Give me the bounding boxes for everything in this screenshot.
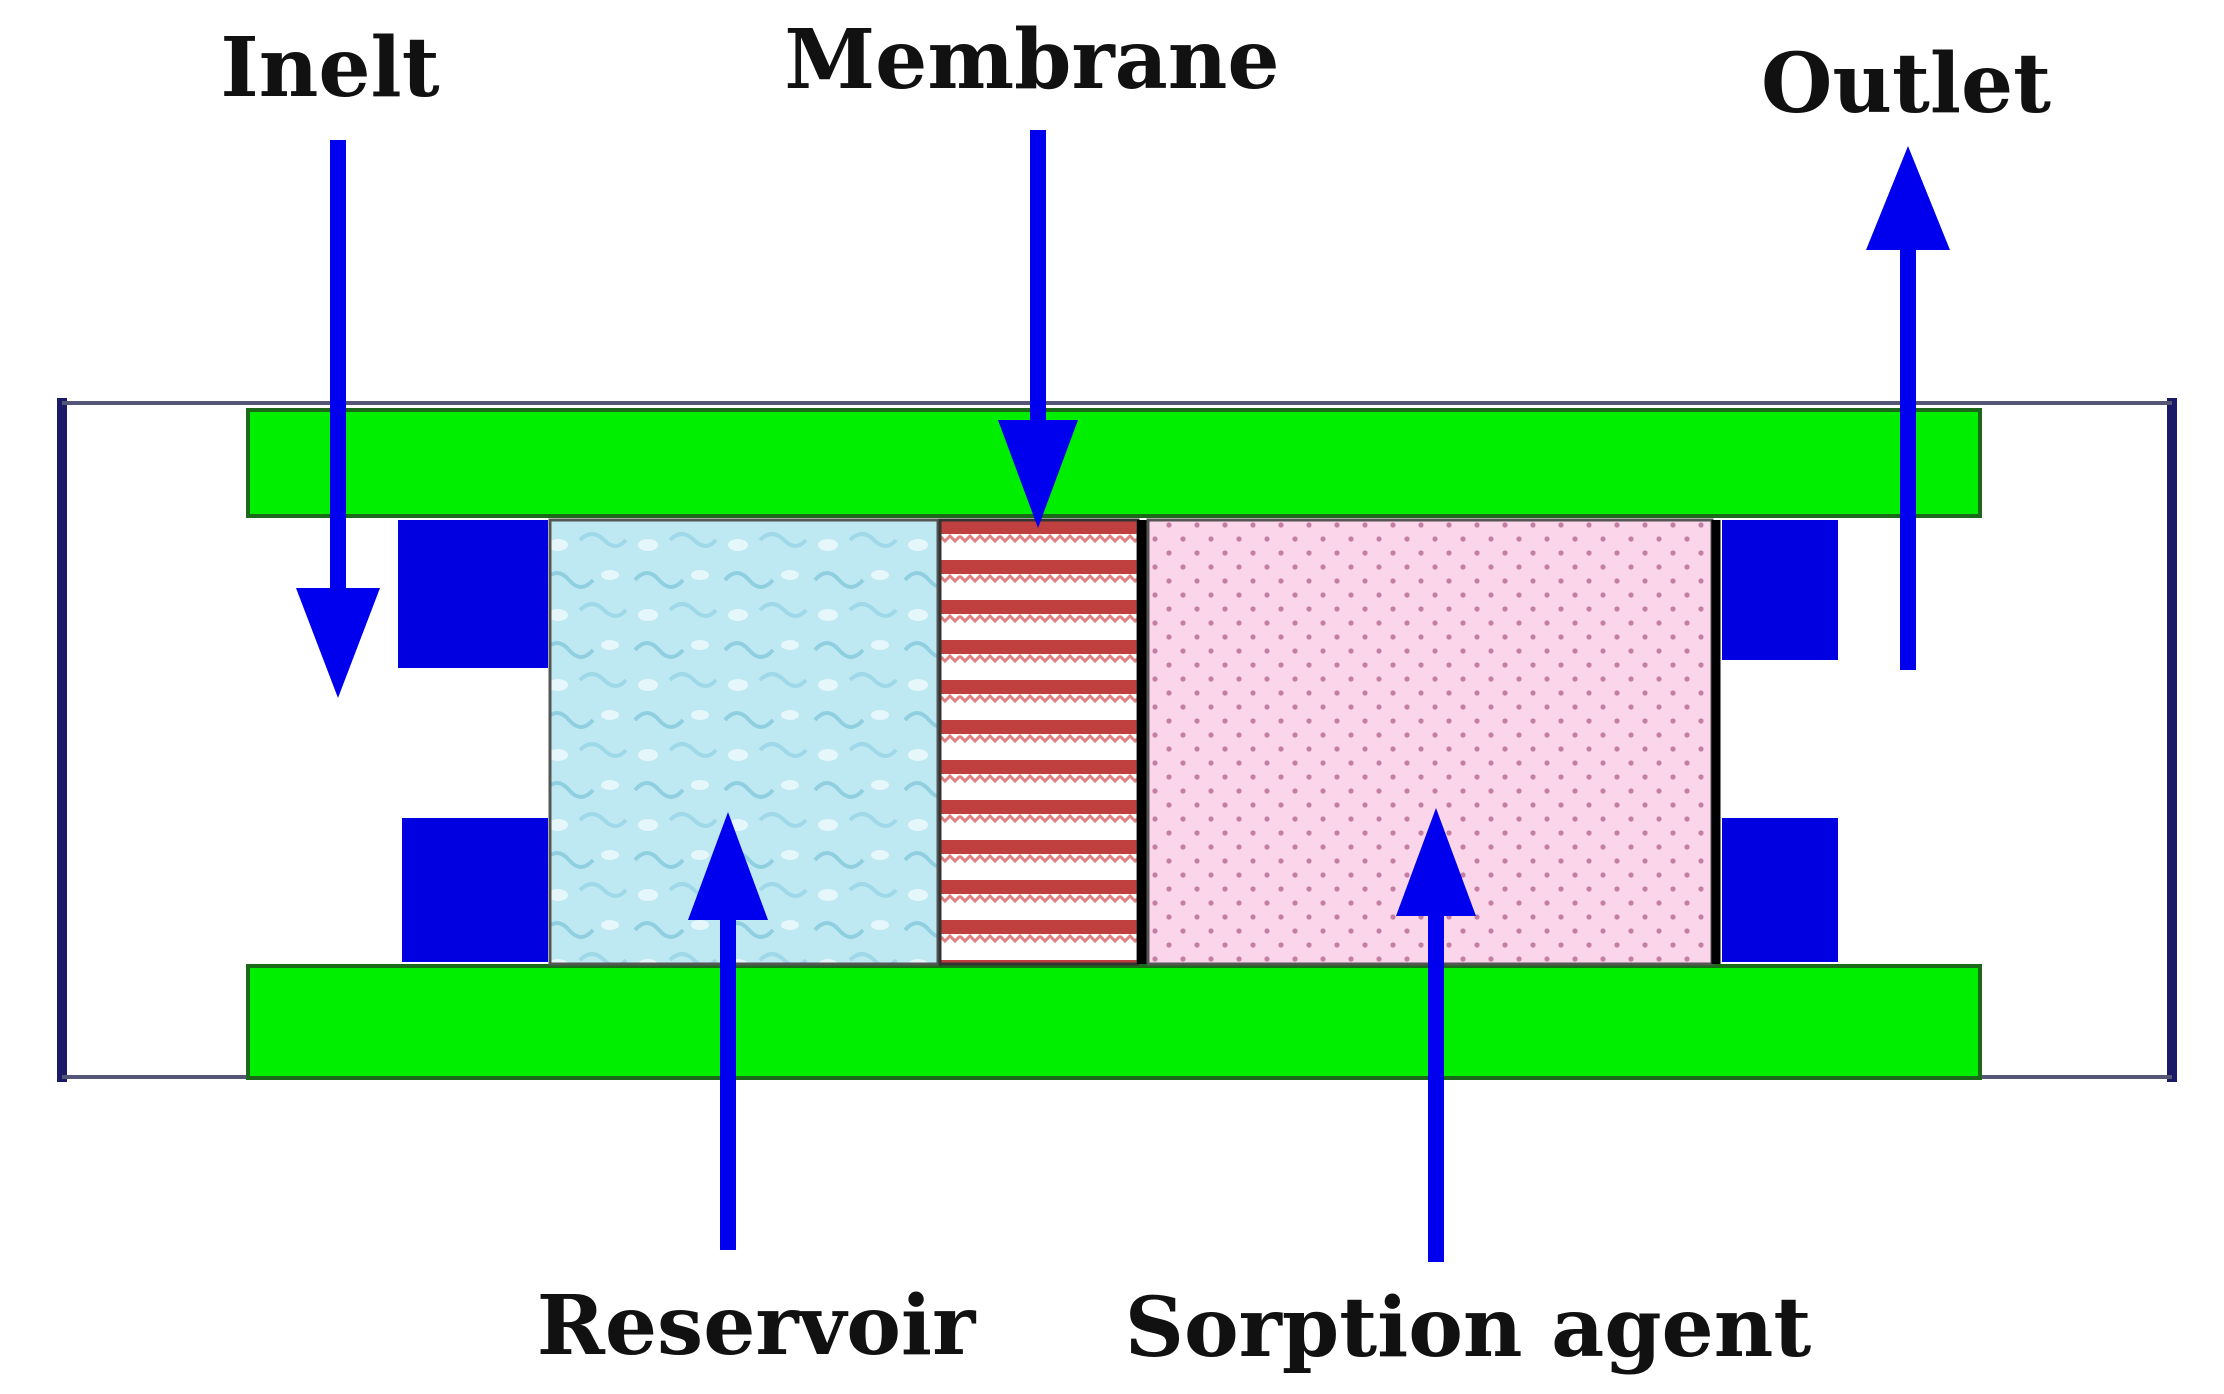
sorption-arrow xyxy=(1396,808,1476,1262)
sorption-label: Sorption agent xyxy=(1125,1280,1812,1376)
seal-right-top xyxy=(1722,520,1838,660)
membrane-arrow xyxy=(998,130,1078,528)
outlet-label: Outlet xyxy=(1761,36,2051,132)
reservoir-label: Reservoir xyxy=(537,1278,977,1374)
seal-right-bottom xyxy=(1722,818,1838,962)
seal-left-top xyxy=(398,520,548,668)
outlet-arrow xyxy=(1866,146,1950,670)
membrane xyxy=(938,518,1140,966)
seal-left-bottom xyxy=(402,818,548,962)
membrane-label: Membrane xyxy=(784,12,1279,108)
reservoir-arrow xyxy=(688,812,768,1250)
bottom-plate xyxy=(246,964,1982,1080)
inlet-arrow xyxy=(296,140,380,698)
top-plate xyxy=(246,408,1982,518)
inlet-label: Inelt xyxy=(220,20,439,116)
